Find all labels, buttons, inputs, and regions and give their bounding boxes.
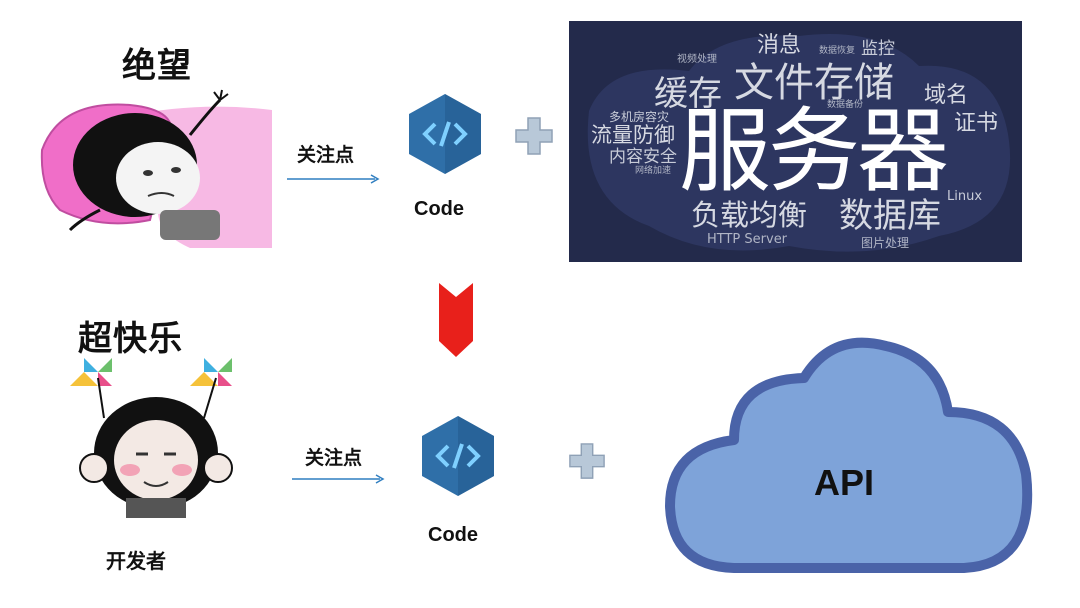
wc-video-processing: 视频处理 <box>677 54 717 65</box>
super-happy-title: 超快乐 <box>78 319 183 359</box>
wc-network-accel: 网络加速 <box>635 166 672 176</box>
wc-cache: 缓存 <box>654 74 722 114</box>
wc-monitor: 监控 <box>861 39 895 59</box>
down-chevron-arrow-icon <box>439 283 473 357</box>
api-label: API <box>814 462 875 503</box>
wc-file-storage: 文件存储 <box>734 60 894 106</box>
wc-image-processing: 图片处理 <box>861 236 910 250</box>
top-arrow-right-icon <box>287 174 380 184</box>
top-focus-label: 关注点 <box>297 144 355 166</box>
wc-content-security: 内容安全 <box>609 147 677 167</box>
wc-certificate: 证书 <box>954 111 999 136</box>
developer-label: 开发者 <box>106 549 166 573</box>
wc-linux: Linux <box>947 189 983 204</box>
bottom-code-hexagon-icon <box>422 416 494 496</box>
server-wordcloud-panel: 服务器 文件存储 缓存 消息 监控 数据恢复 视频处理 域名 证书 数据备份 多… <box>569 21 1022 262</box>
wc-domain: 域名 <box>924 83 969 108</box>
api-cloud-icon <box>665 337 1033 573</box>
bottom-code-label: Code <box>428 524 478 546</box>
top-plus-icon <box>515 117 553 155</box>
wc-load-balance: 负载均衡 <box>691 198 808 232</box>
top-code-hexagon-icon <box>409 94 481 174</box>
wc-data-backup: 数据备份 <box>827 100 864 110</box>
wc-http-server: HTTP Server <box>707 232 788 247</box>
wordcloud-bg-shape <box>587 34 1011 252</box>
bottom-plus-icon <box>569 443 605 479</box>
wc-data-recovery: 数据恢复 <box>819 46 856 56</box>
despair-title: 绝望 <box>122 46 192 86</box>
wc-database: 数据库 <box>839 196 941 236</box>
wc-traffic-defense: 流量防御 <box>591 123 675 147</box>
wc-main: 服务器 <box>679 98 949 205</box>
wc-message: 消息 <box>757 33 802 58</box>
wc-multi-dc-dr: 多机房容灾 <box>609 110 670 124</box>
super-happy-meme-image <box>70 358 233 518</box>
bottom-arrow-right-icon <box>292 474 385 484</box>
top-code-label: Code <box>414 198 464 220</box>
despair-meme-image <box>40 80 272 248</box>
bottom-focus-label: 关注点 <box>305 447 363 469</box>
